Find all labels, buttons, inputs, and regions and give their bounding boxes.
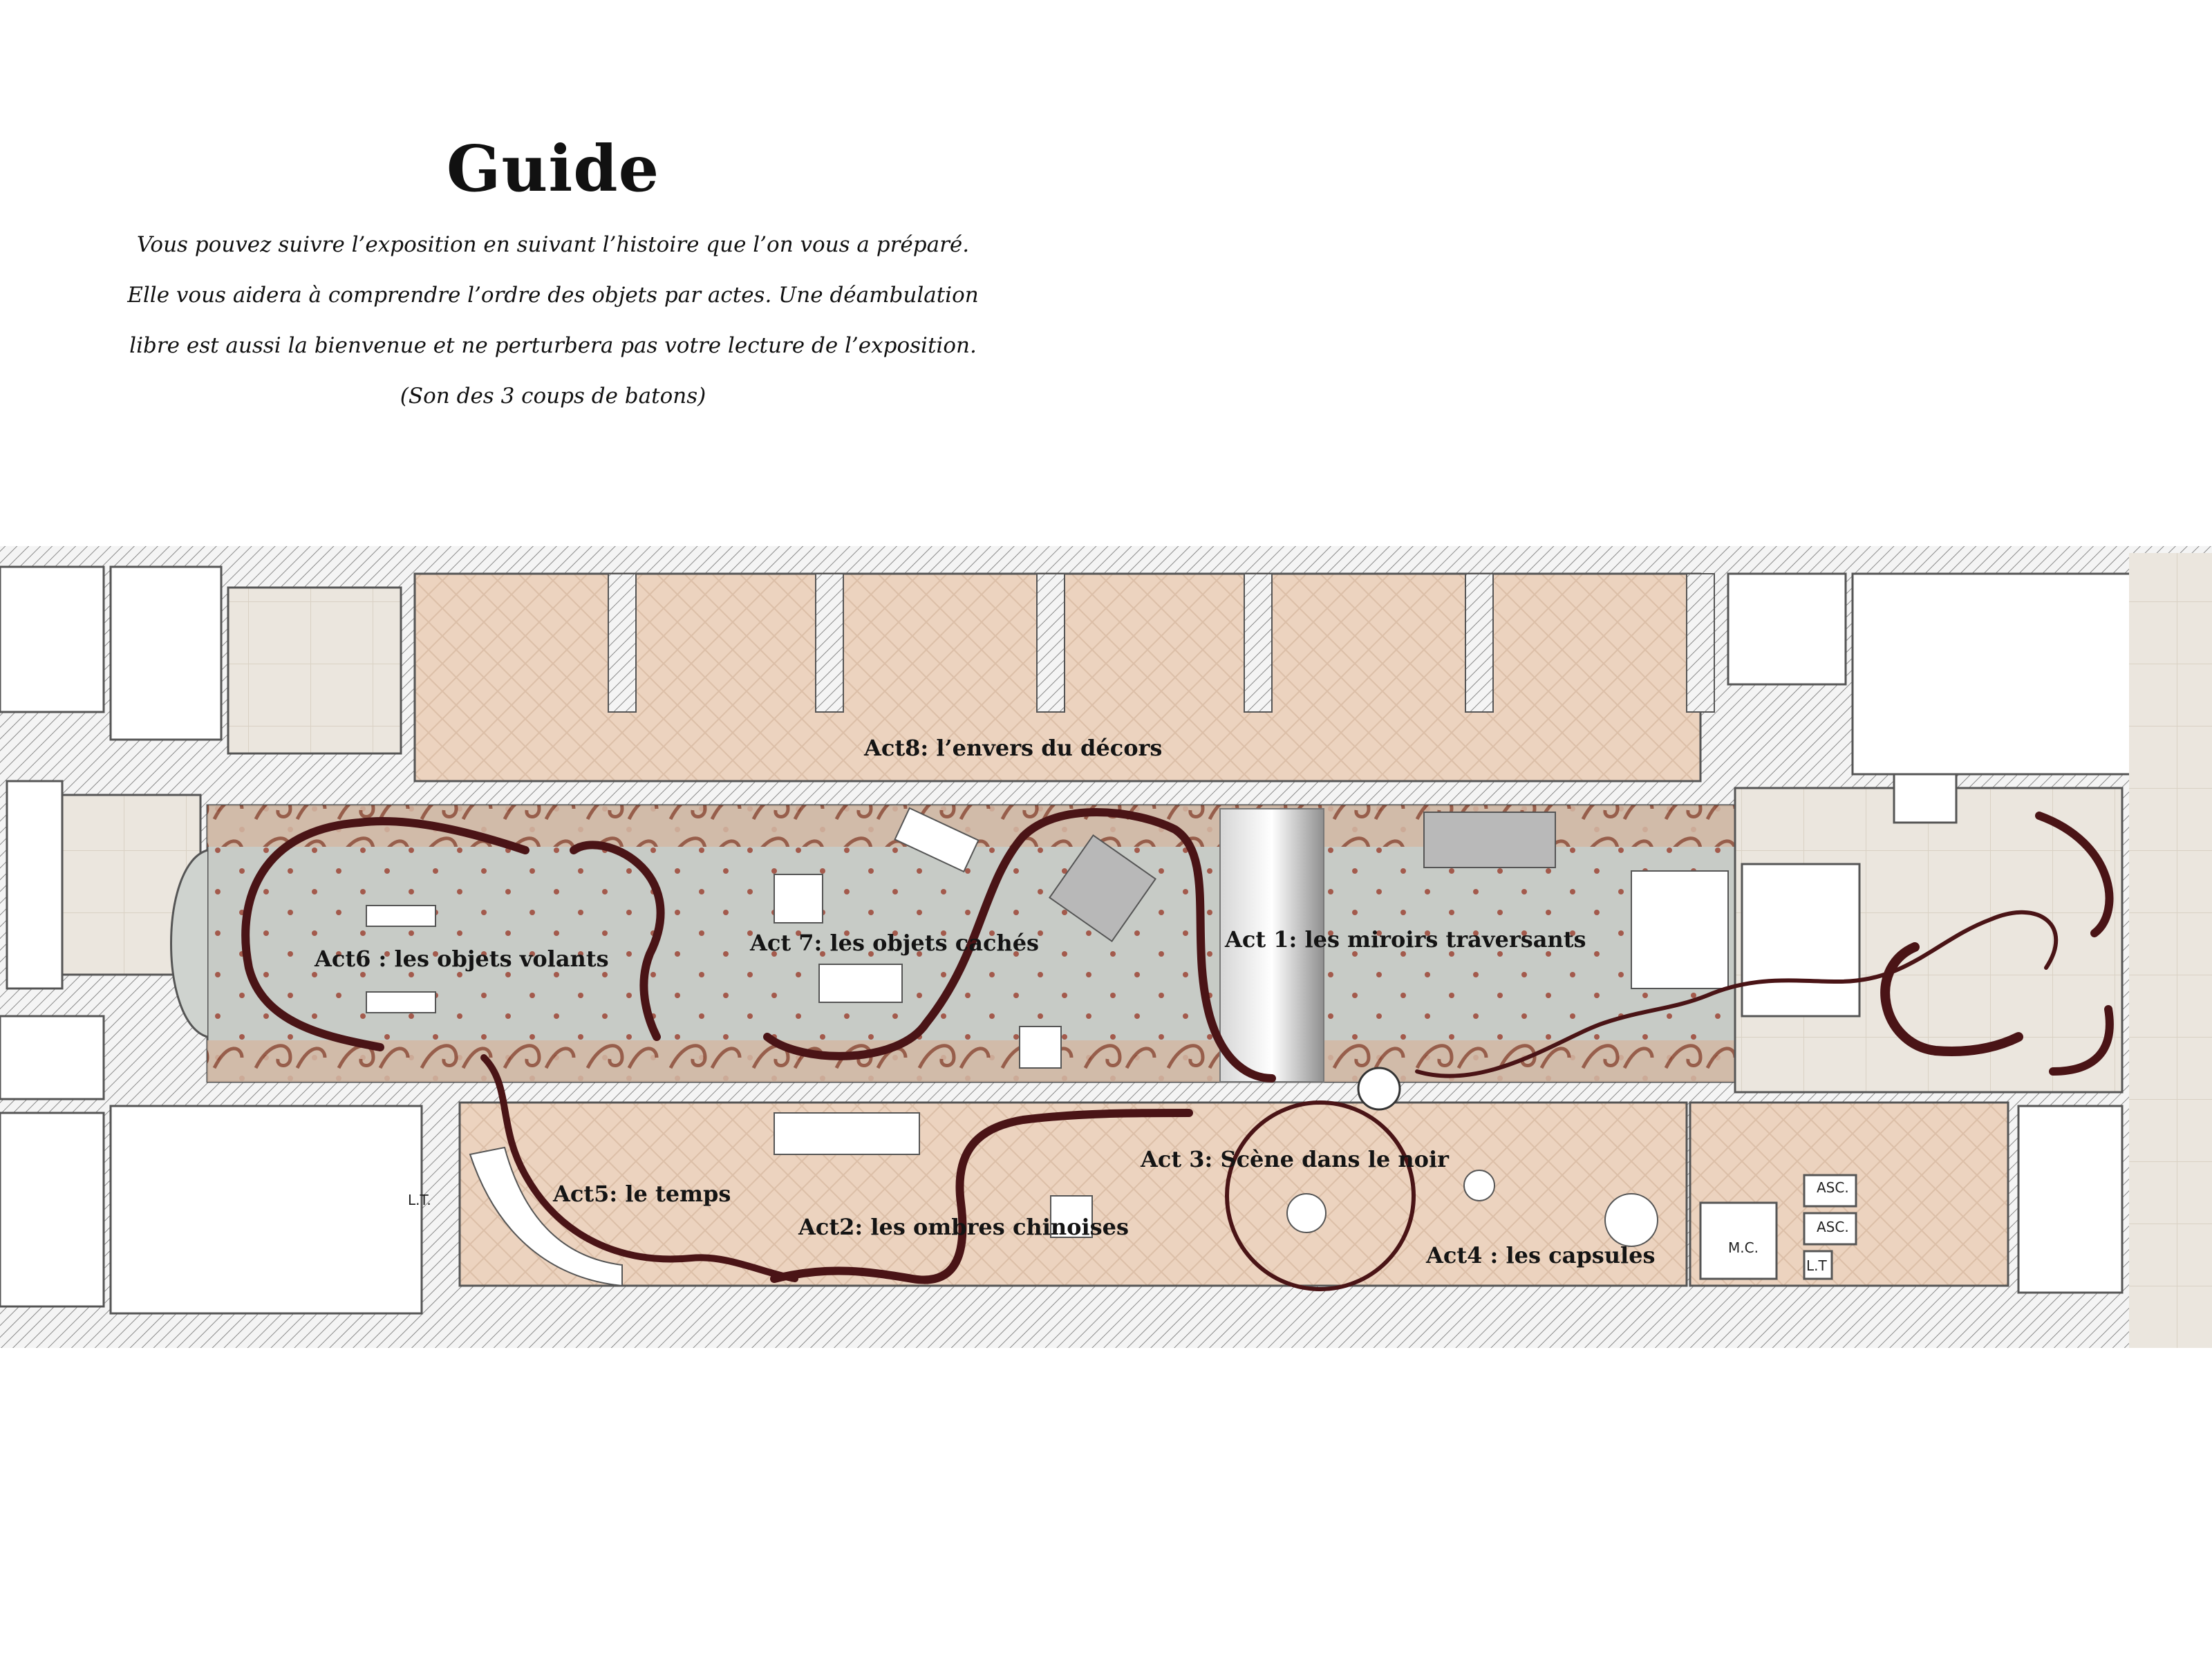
intro-line-1: Vous pouvez suivre l’exposition en suiva… [136,232,970,257]
route-capsule-2 [2035,812,2114,1076]
bottom-gallery [458,1101,2124,1294]
top-gallery [413,572,1715,782]
asc-label-top: ASC. [1817,1179,1849,1196]
route-act7 [763,808,1276,1082]
act6-label: Act6 : les objets volants [314,946,609,972]
act1-label: Act 1: les miroirs traversants [1224,926,1586,953]
floor-plan: Act8: l’envers du décors Act6 : les obje… [0,546,2212,1348]
intro-line-2: Elle vous aidera à comprendre l’ordre de… [127,283,979,308]
route-act3-entry [1357,1067,1401,1111]
route-act3-circle [1225,1100,1416,1291]
asc-label-bottom: ASC. [1817,1219,1849,1235]
page-title: Guide [446,131,660,206]
intro-line-4: (Son des 3 coups de batons) [400,384,706,409]
act4-label: Act4 : les capsules [1425,1242,1656,1268]
route-capsule [1880,942,2023,1056]
act8-label: Act8: l’envers du décors [863,735,1162,761]
intro-text: Vous pouvez suivre l’exposition en suiva… [111,220,995,422]
act7-label: Act 7: les objets cachés [749,930,1039,956]
act2-label: Act2: les ombres chinoises [798,1214,1129,1240]
route-act1 [1415,910,2059,1078]
lt-label-right: L.T [1806,1257,1828,1274]
lt-label-left: L.T. [408,1192,431,1208]
visit-route [241,808,2114,1291]
act3-label: Act 3: Scène dans le noir [1140,1146,1450,1172]
route-act2 [770,1109,1193,1284]
act5-label: Act5: le temps [552,1181,731,1207]
route-act6 [241,817,665,1051]
mc-label: M.C. [1728,1239,1759,1256]
route-act5 [480,1054,798,1282]
intro-line-3: libre est aussi la bienvenue et ne pertu… [129,333,977,358]
